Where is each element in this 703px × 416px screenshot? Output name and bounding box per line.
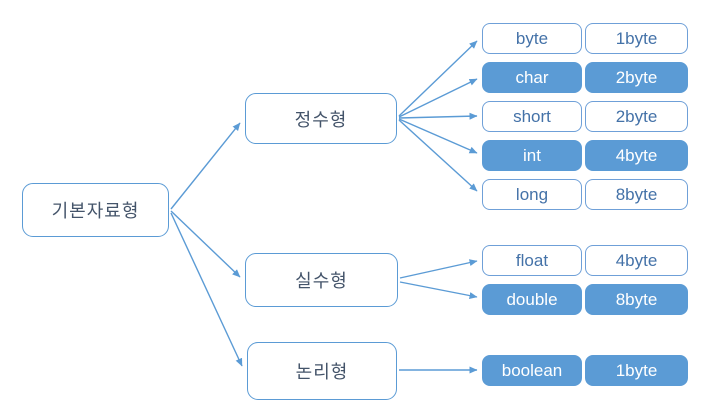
type-size-label: 1byte	[615, 360, 658, 380]
type-name-label: int	[523, 145, 541, 165]
branch-node-label: 논리형	[295, 362, 349, 382]
type-size-label: 8byte	[615, 289, 658, 309]
leaf-size-char: 2byte	[585, 62, 688, 93]
type-size-label: 1byte	[615, 28, 658, 48]
leaf-size-float: 4byte	[585, 245, 688, 276]
type-name-label: long	[515, 184, 549, 204]
root-node-basic-datatype: 기본자료형	[22, 183, 169, 237]
branch-node-label: 실수형	[295, 271, 348, 291]
type-name-label: char	[515, 67, 549, 87]
root-node-label: 기본자료형	[51, 201, 140, 221]
leaf-type-int: int	[482, 140, 582, 171]
type-size-label: 2byte	[615, 67, 658, 87]
type-size-label: 4byte	[615, 145, 658, 165]
leaf-size-short: 2byte	[585, 101, 688, 132]
branch-node-integer: 정수형	[245, 93, 397, 144]
leaf-type-long: long	[482, 179, 582, 210]
type-name-label: double	[506, 289, 558, 309]
leaf-type-double: double	[482, 284, 582, 315]
type-size-label: 2byte	[615, 106, 658, 126]
leaf-size-double: 8byte	[585, 284, 688, 315]
type-name-label: boolean	[501, 360, 563, 380]
leaf-size-int: 4byte	[585, 140, 688, 171]
leaf-size-byte: 1byte	[585, 23, 688, 54]
type-size-label: 8byte	[615, 184, 658, 204]
type-size-label: 4byte	[615, 250, 658, 270]
type-name-label: byte	[515, 28, 549, 48]
branch-node-label: 정수형	[294, 109, 348, 130]
leaf-size-long: 8byte	[585, 179, 688, 210]
type-name-label: short	[513, 106, 551, 126]
leaf-type-byte: byte	[482, 23, 582, 54]
leaf-size-boolean: 1byte	[585, 355, 688, 386]
leaf-type-short: short	[482, 101, 582, 132]
leaf-type-char: char	[482, 62, 582, 93]
branch-node-logical: 논리형	[247, 342, 397, 400]
branch-node-floating: 실수형	[245, 253, 398, 307]
leaf-type-boolean: boolean	[482, 355, 582, 386]
leaf-type-float: float	[482, 245, 582, 276]
type-name-label: float	[515, 250, 549, 270]
